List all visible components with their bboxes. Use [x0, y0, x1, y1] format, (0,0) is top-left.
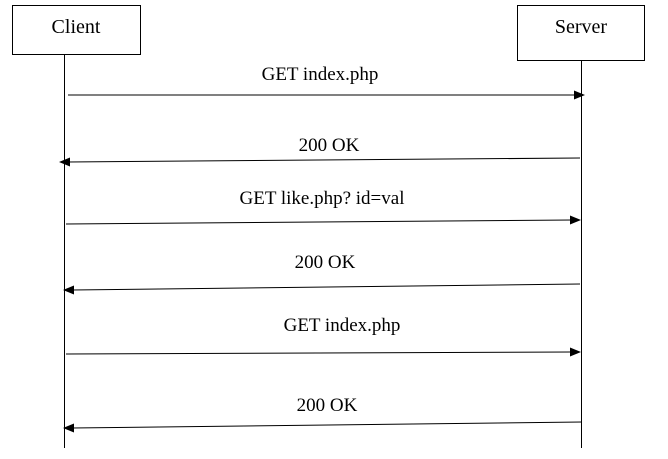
message-2-arrowhead — [59, 157, 70, 167]
message-4-arrow — [71, 283, 581, 291]
message-2-label: 200 OK — [299, 135, 360, 156]
message-1: GET index.php — [68, 64, 585, 100]
participant-server-label: Server — [555, 16, 608, 38]
message-2: 200 OK — [59, 135, 581, 167]
participant-client-box — [12, 5, 141, 55]
message-6-arrow — [71, 421, 583, 429]
message-6-label: 200 OK — [297, 395, 358, 416]
participant-server: Server — [517, 5, 645, 61]
message-4: 200 OK — [63, 252, 581, 295]
message-3: GET like.php? id=val — [65, 188, 581, 225]
message-5-label: GET index.php — [284, 315, 401, 336]
participant-server-box — [517, 5, 645, 61]
message-6: 200 OK — [63, 395, 583, 433]
message-1-arrowhead — [574, 90, 585, 100]
participant-client-label: Client — [52, 16, 101, 38]
message-6-arrowhead — [63, 423, 74, 433]
message-3-arrow — [65, 219, 573, 225]
message-5-arrow — [65, 351, 573, 355]
message-1-label: GET index.php — [262, 64, 379, 85]
message-4-arrowhead — [63, 285, 74, 295]
message-2-arrow — [67, 157, 581, 163]
message-3-arrowhead — [570, 215, 581, 225]
message-5-arrowhead — [570, 347, 581, 357]
message-5: GET index.php — [65, 315, 581, 357]
message-4-label: 200 OK — [295, 252, 356, 273]
message-3-label: GET like.php? id=val — [240, 188, 405, 209]
participant-client: Client — [12, 5, 141, 55]
